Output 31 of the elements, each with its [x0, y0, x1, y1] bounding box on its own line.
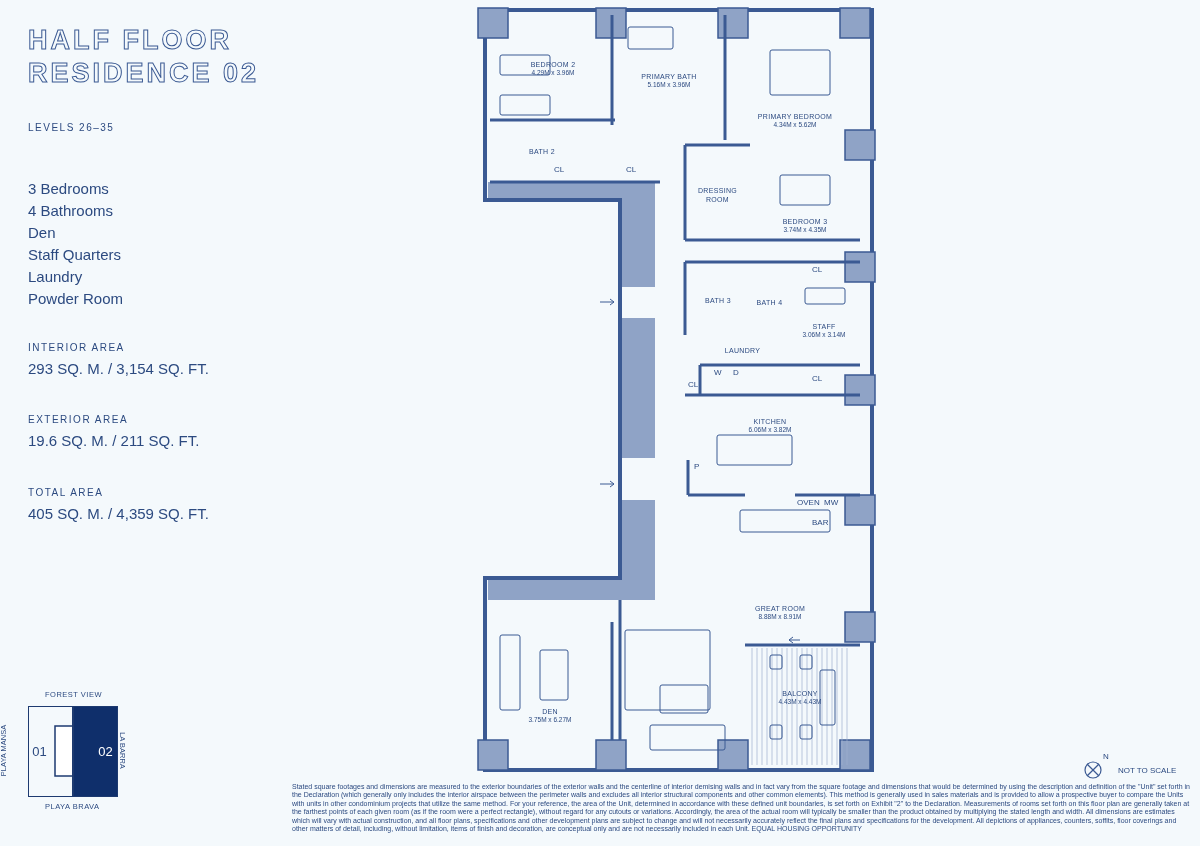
appliance-label: OVEN — [797, 498, 820, 507]
feature-item: Den — [28, 224, 56, 241]
appliance-label: D — [733, 368, 739, 377]
unit-number: 01 — [32, 744, 47, 759]
closet-label: CL — [812, 374, 823, 383]
area-value: 405 SQ. M. / 4,359 SQ. FT. — [28, 505, 209, 522]
appliance-label: BAR — [812, 518, 829, 527]
feature-item: Powder Room — [28, 290, 124, 307]
area-heading: EXTERIOR AREA — [28, 414, 129, 425]
room-area — [28, 706, 73, 797]
feature-item: Staff Quarters — [28, 246, 122, 263]
levels-heading: LEVELS 26–35 — [28, 122, 115, 133]
appliance-label: MW — [824, 498, 839, 507]
pantry-label: P — [694, 462, 700, 471]
area-value: 293 SQ. M. / 3,154 SQ. FT. — [28, 360, 209, 377]
appliance-label: W — [714, 368, 722, 377]
closet-label: CL — [554, 165, 565, 174]
unit-number: 02 — [98, 744, 113, 759]
closet-label: CL — [626, 165, 637, 174]
room-area — [73, 706, 118, 797]
feature-item: 3 Bedrooms — [28, 180, 109, 197]
area-heading: TOTAL AREA — [28, 487, 104, 498]
closet-label: CL — [688, 380, 699, 389]
scale-note: NOT TO SCALE — [1118, 766, 1177, 775]
feature-item: 4 Bathrooms — [28, 202, 114, 219]
title: HALF FLOOR RESIDENCE 02 — [28, 24, 261, 90]
closet-label: CL — [812, 265, 823, 274]
feature-item: Laundry — [28, 268, 83, 285]
area-value: 19.6 SQ. M. / 211 SQ. FT. — [28, 432, 200, 449]
area-heading: INTERIOR AREA — [28, 342, 125, 353]
compass-letter: N — [1103, 752, 1109, 761]
